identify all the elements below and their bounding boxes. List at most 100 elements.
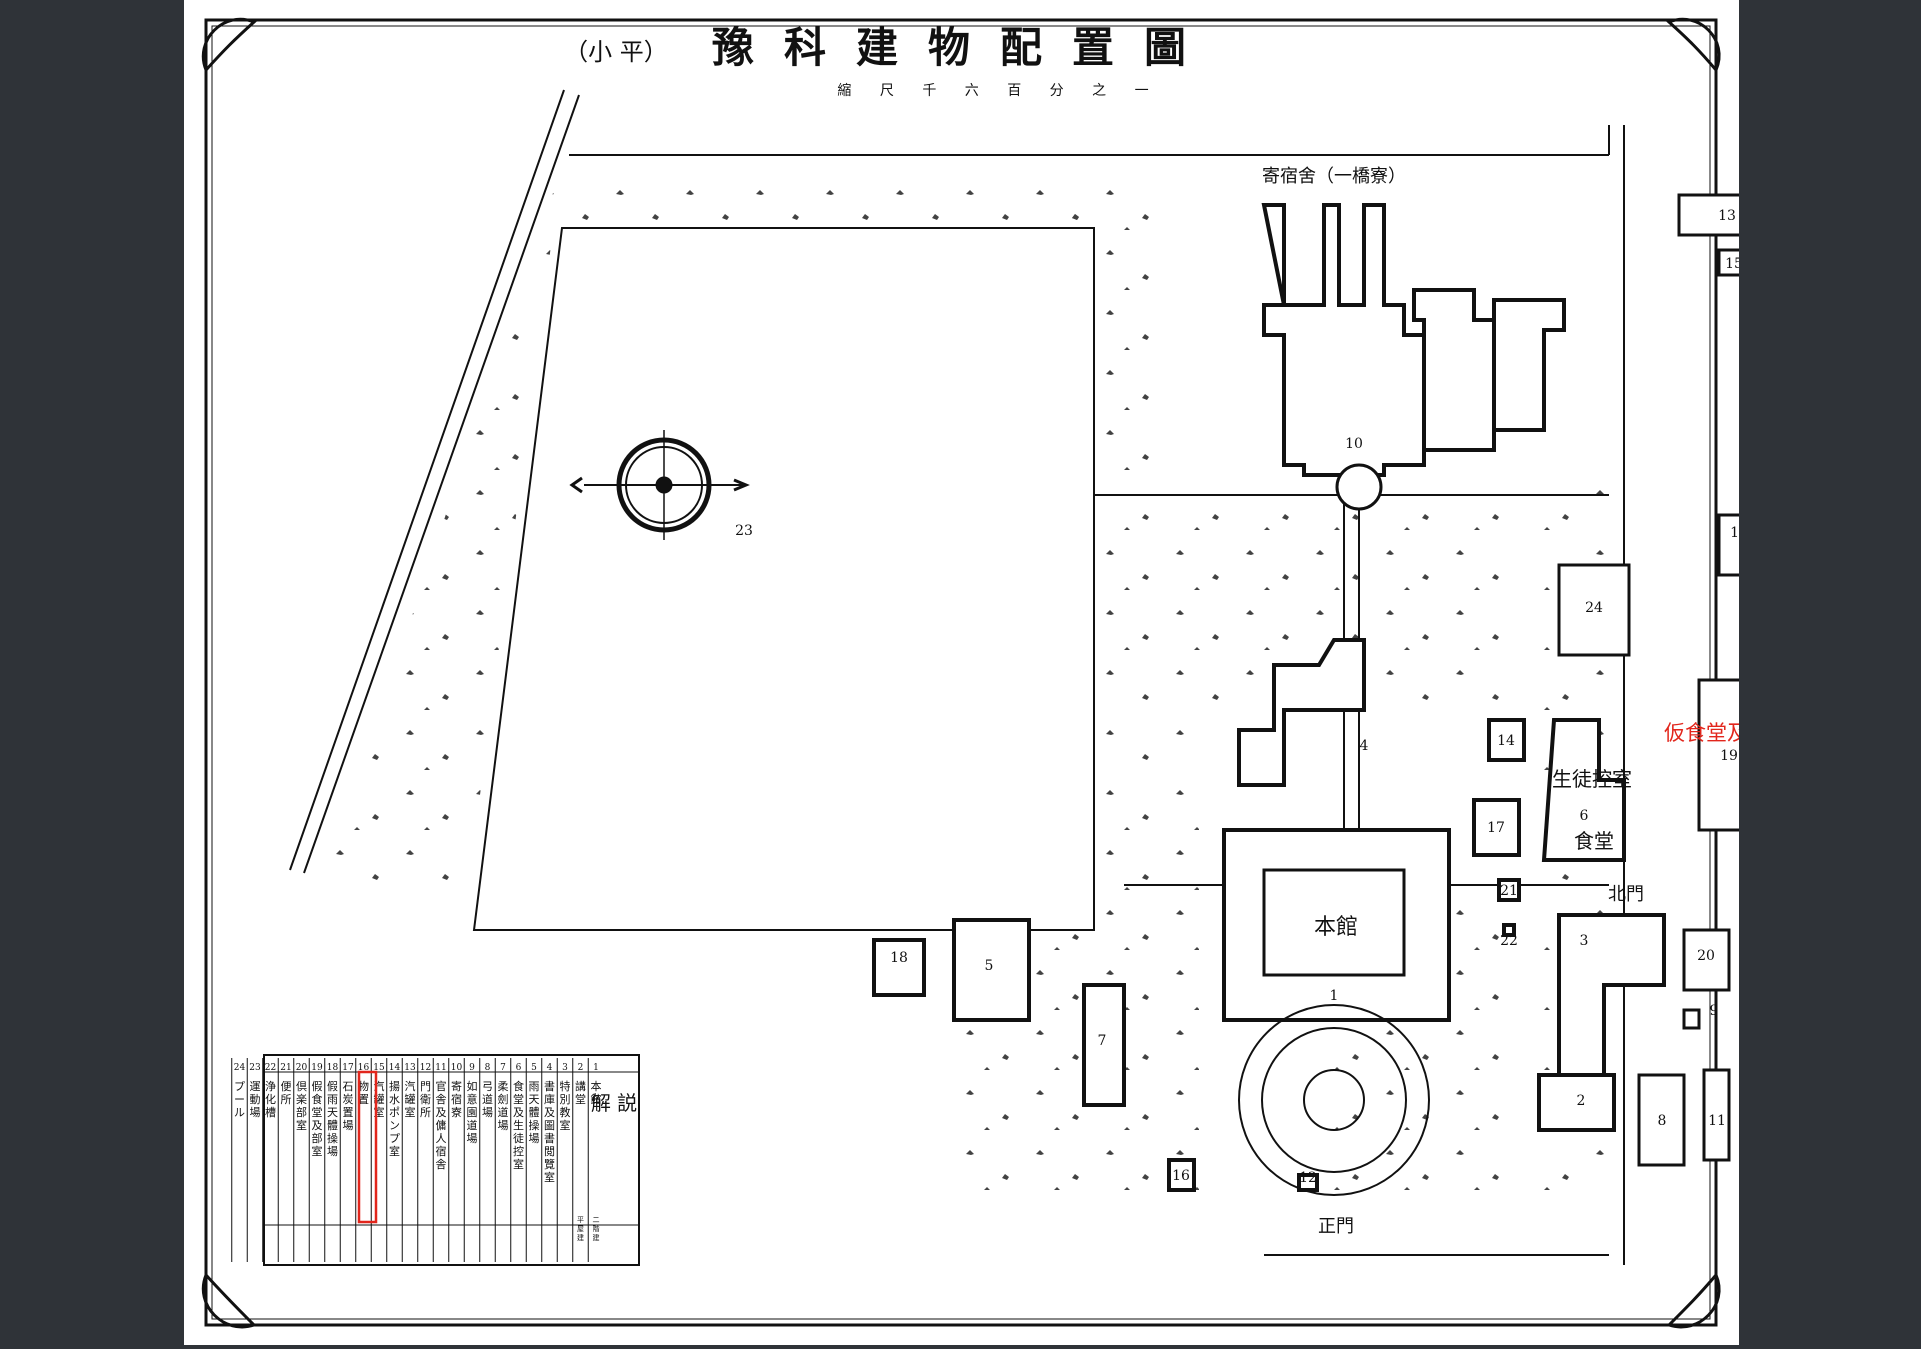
legend-item-note-char: 階	[593, 1224, 600, 1233]
svg-text:11: 11	[1730, 525, 1739, 541]
legend-item-number: 2	[578, 1063, 584, 1073]
legend-item-number: 22	[265, 1063, 276, 1073]
legend-item-number: 4	[547, 1063, 553, 1073]
svg-text:14: 14	[1497, 733, 1515, 749]
legend-item-note-char: 屋	[577, 1225, 584, 1233]
legend-item-number: 7	[500, 1063, 506, 1073]
svg-text:4: 4	[1360, 738, 1369, 754]
legend-item-name-char: 堂	[575, 1093, 586, 1106]
svg-text:10: 10	[1345, 436, 1363, 452]
building-10	[1261, 203, 1566, 477]
building-24	[1557, 563, 1631, 657]
svg-text:22: 22	[1500, 933, 1518, 949]
legend-item-name-char: 炭	[343, 1093, 354, 1106]
legend-item-name-char: 化	[265, 1092, 276, 1106]
svg-text:24: 24	[1585, 600, 1603, 616]
legend-item-number: 5	[531, 1063, 537, 1073]
legend-item-name-char: 覽	[544, 1158, 555, 1171]
legend-item-name-char: 教	[560, 1106, 571, 1119]
legend-item-number: 6	[516, 1063, 522, 1073]
legend-item-name-char: 石	[343, 1080, 354, 1093]
legend-item-name-char: プ	[389, 1132, 400, 1145]
building-11-lower	[1702, 1068, 1731, 1162]
building-12	[1297, 1173, 1319, 1192]
legend-item-name-char: 人	[436, 1132, 447, 1145]
map-scale: 縮 尺 千 六 百 分 之 一	[837, 83, 1160, 99]
roundabout	[1335, 463, 1383, 511]
svg-text:16: 16	[1172, 1168, 1190, 1184]
legend-item-name-char: 天	[327, 1106, 338, 1119]
legend-item-name-char: 置	[343, 1106, 354, 1119]
legend-item-name-char: 柔	[498, 1080, 509, 1093]
legend-item-name-char: 場	[482, 1106, 493, 1119]
legend-item-name-char: 官	[436, 1079, 447, 1093]
legend-item-name-char: 槽	[265, 1106, 276, 1119]
legend-item-name-char: プ	[234, 1080, 245, 1093]
legend-item-name-char: 假	[327, 1079, 338, 1093]
legend-item-note-char: 建	[577, 1233, 584, 1242]
legend-item-name-char: 堂	[312, 1106, 323, 1119]
map-title: 豫科建物配置圖	[712, 23, 1216, 72]
svg-text:12: 12	[1299, 1170, 1317, 1186]
legend-item-name-char: 生	[513, 1118, 524, 1132]
legend-table: 解 説 1本館二階建2講堂平屋建3特別教室4書庫及圖書閲覽室5雨天體操場6食堂及…	[231, 1054, 640, 1266]
svg-text:9: 9	[1710, 1003, 1719, 1019]
legend-item-name-char: 別	[560, 1093, 571, 1106]
map-border	[204, 18, 1718, 1327]
legend-item-number: 21	[280, 1063, 291, 1073]
legend-item-name-char: 堂	[513, 1093, 524, 1106]
legend-item-name-char: 物	[358, 1079, 369, 1093]
honkan-label: 本館	[1314, 915, 1358, 940]
legend-item-name-char: 道	[498, 1105, 509, 1119]
legend-item-name-char: 寮	[451, 1105, 462, 1119]
building-9	[1682, 1008, 1701, 1030]
roads	[289, 89, 1625, 1265]
legend-item-name-char: 動	[250, 1092, 261, 1106]
legend-item-name-char: 室	[513, 1157, 524, 1171]
legend-item-name-char: 傭	[436, 1118, 447, 1132]
legend-item-number: 14	[389, 1063, 401, 1073]
svg-text:8: 8	[1658, 1113, 1667, 1129]
legend-item-number: 19	[311, 1063, 323, 1073]
legend-item-name-char: 部	[296, 1105, 307, 1119]
legend-item-name-char: 講	[575, 1079, 586, 1093]
legend-item-name-char: 汽	[374, 1079, 385, 1093]
legend-item-number: 15	[373, 1063, 385, 1073]
legend-item-name-char: ン	[389, 1119, 400, 1132]
svg-text:15: 15	[1725, 256, 1739, 272]
building-2	[1537, 1073, 1616, 1132]
legend-item-name-char: 操	[327, 1131, 338, 1145]
legend-item-name-char: 便	[281, 1080, 292, 1093]
legend-item-name-char: 室	[374, 1105, 385, 1119]
legend-item-name-char: 宿	[436, 1144, 447, 1158]
legend-item-number: 23	[249, 1063, 261, 1073]
legend-item-name-char: 食	[312, 1092, 323, 1106]
legend-item-name-char: 場	[529, 1132, 540, 1145]
svg-text:7: 7	[1098, 1033, 1107, 1049]
legend-item-number: 24	[234, 1063, 246, 1073]
legend-item-name-char: 書	[544, 1131, 555, 1145]
legend-item-name-char: 體	[327, 1119, 338, 1132]
building-20	[1682, 928, 1731, 992]
legend-item-number: 3	[562, 1063, 568, 1073]
legend-item-name-char: 所	[281, 1093, 292, 1106]
legend-item-number: 16	[358, 1063, 370, 1073]
legend-item-note-char: 二	[593, 1216, 600, 1224]
legend-item-name-char: 罐	[405, 1093, 416, 1106]
legend-item-name-char: 衛	[420, 1093, 431, 1106]
building-16	[1167, 1158, 1196, 1192]
legend-item-name-char: 及	[312, 1119, 323, 1132]
legend-item-name-char: 室	[389, 1144, 400, 1158]
legend-item-name-char: 場	[343, 1119, 354, 1132]
svg-text:1: 1	[1330, 988, 1339, 1004]
campus-map: 豫科建物配置圖 （小 平） 縮 尺 千 六 百 分 之 一	[201, 17, 1790, 1329]
dining-label: 食堂	[1574, 829, 1614, 853]
legend-item-name-char: 體	[529, 1106, 540, 1119]
legend-item-number: 20	[296, 1063, 308, 1073]
building-21	[1497, 878, 1521, 902]
legend-item-name-char: 場	[327, 1145, 338, 1158]
legend-item-name-char: 園	[467, 1106, 478, 1119]
legend-item-name-char: 徒	[513, 1131, 524, 1145]
map-title-note: （小 平）	[564, 38, 668, 66]
playground-23	[472, 227, 1095, 931]
